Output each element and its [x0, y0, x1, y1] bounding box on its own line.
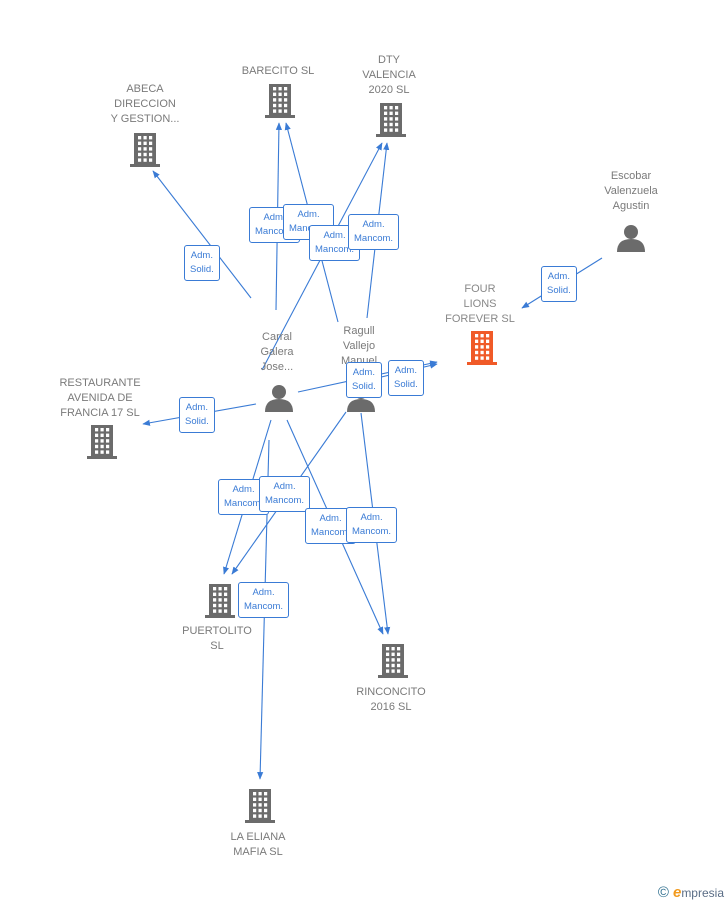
relation-badge-text: Mancom.: [352, 526, 392, 537]
node-label-line: ABECA: [126, 83, 164, 95]
relation-badge[interactable]: Adm. Mancom.: [259, 476, 311, 512]
building-icon: [467, 331, 497, 365]
node-label-line: Carral: [262, 331, 292, 343]
relation-badge[interactable]: Adm. Mancom.: [348, 214, 400, 250]
brand-name: mpresia: [681, 886, 724, 900]
brand-logo-letter: e: [672, 884, 682, 901]
node-label-line: LA ELIANA: [230, 831, 286, 843]
node-label-line: BARECITO SL: [241, 65, 315, 77]
relation-badge-text: Solid.: [352, 381, 376, 392]
relation-badge-text: Adm.: [352, 367, 375, 378]
relation-badge-text: Mancom.: [255, 226, 295, 237]
relation-badge-text: Adm.: [273, 481, 296, 492]
node-label-restaurante[interactable]: RESTAURANTE AVENIDA DE FRANCIA 17 SL: [59, 376, 140, 421]
relation-badge-text: Mancom.: [311, 527, 351, 538]
building-icon: [130, 133, 160, 167]
node-label-line: RINCONCITO: [356, 686, 426, 698]
edge-carral-abeca: [152, 170, 252, 299]
node-label-line: LIONS: [463, 298, 497, 310]
relation-badge-text: Adm.: [190, 250, 213, 261]
relation-badge-text: Adm.: [362, 219, 385, 230]
copyright-icon: ©: [657, 884, 669, 901]
node-label-line: Jose...: [260, 361, 294, 373]
building-icon: [265, 84, 295, 118]
relation-badge-text: Mancom.: [224, 498, 264, 509]
node-label-line: FRANCIA 17 SL: [60, 407, 140, 419]
relation-badge[interactable]: Adm. Mancom.: [346, 507, 398, 543]
node-label-line: Valenzuela: [604, 185, 658, 197]
relation-badge-text: Mancom.: [354, 233, 394, 244]
relation-badge-text: Adm.: [394, 365, 417, 376]
node-label-line: DTY: [378, 54, 400, 66]
relation-badge-text: Solid.: [547, 285, 571, 296]
relation-badge-text: Adm.: [232, 484, 255, 495]
relation-badge-text: Adm.: [360, 512, 383, 523]
node-label-puertolito[interactable]: PUERTOLITO SL: [182, 624, 252, 654]
relation-badge-text: Adm.: [252, 587, 275, 598]
brand-footer: ©empresia: [658, 884, 724, 901]
relation-badge-text: Solid.: [190, 264, 214, 275]
relation-badge[interactable]: Adm. Solid.: [346, 362, 382, 398]
relation-badge-text: Solid.: [394, 379, 418, 390]
node-label-line: FOUR: [464, 283, 496, 295]
relation-badge-text: Adm.: [323, 230, 346, 241]
node-label-four[interactable]: FOUR LIONS FOREVER SL: [445, 282, 515, 327]
building-icon: [245, 789, 275, 823]
relation-badge-text: Adm.: [297, 209, 320, 220]
node-label-line: Ragull: [343, 325, 375, 337]
building-icon: [205, 584, 235, 618]
node-label-line: FOREVER SL: [445, 313, 515, 325]
node-label-line: RESTAURANTE: [59, 377, 141, 389]
node-label-line: Agustin: [612, 200, 650, 212]
node-label-line: SL: [210, 640, 224, 652]
relation-badge-text: Adm.: [547, 271, 570, 282]
relation-badge[interactable]: Adm. Solid.: [388, 360, 424, 396]
node-label-rinconcito[interactable]: RINCONCITO 2016 SL: [356, 685, 425, 715]
node-label-line: MAFIA SL: [233, 846, 283, 858]
relation-badge-text: Mancom.: [244, 601, 284, 612]
person-icon: [265, 385, 293, 412]
relation-badge[interactable]: Adm. Mancom.: [238, 582, 290, 618]
person-icon: [617, 225, 645, 252]
building-icon: [376, 103, 406, 137]
building-icon: [378, 644, 408, 678]
node-label-line: PUERTOLITO: [182, 625, 252, 637]
relation-badge-text: Mancom.: [315, 244, 355, 255]
node-label-laeliana[interactable]: LA ELIANA MAFIA SL: [230, 830, 285, 860]
node-label-line: AVENIDA DE: [67, 392, 133, 404]
node-label-abeca[interactable]: ABECA DIRECCION Y GESTION...: [111, 82, 180, 127]
relation-badge-text: Adm.: [263, 212, 286, 223]
node-label-line: Galera: [260, 346, 294, 358]
relation-badge-text: Adm.: [185, 402, 208, 413]
relation-badge-text: Solid.: [185, 416, 209, 427]
node-label-barecito[interactable]: BARECITO SL: [242, 64, 315, 79]
relation-badge[interactable]: Adm. Solid.: [184, 245, 220, 281]
relation-badge[interactable]: Adm. Solid.: [179, 397, 215, 433]
node-label-line: Y GESTION...: [110, 113, 180, 125]
node-label-line: 2016 SL: [370, 701, 412, 713]
building-icon: [87, 425, 117, 459]
relation-badge-text: Mancom.: [265, 495, 305, 506]
node-label-line: Vallejo: [342, 340, 376, 352]
node-label-line: 2020 SL: [368, 84, 410, 96]
node-label-line: DIRECCION: [114, 98, 176, 110]
relation-badge[interactable]: Adm. Solid.: [541, 266, 577, 302]
node-label-line: VALENCIA: [362, 69, 416, 81]
node-label-dty[interactable]: DTY VALENCIA 2020 SL: [362, 53, 416, 98]
relation-badge-text: Mancom.: [289, 222, 328, 236]
node-label-line: Escobar: [610, 170, 652, 182]
relation-badge-text: Adm.: [319, 513, 342, 524]
